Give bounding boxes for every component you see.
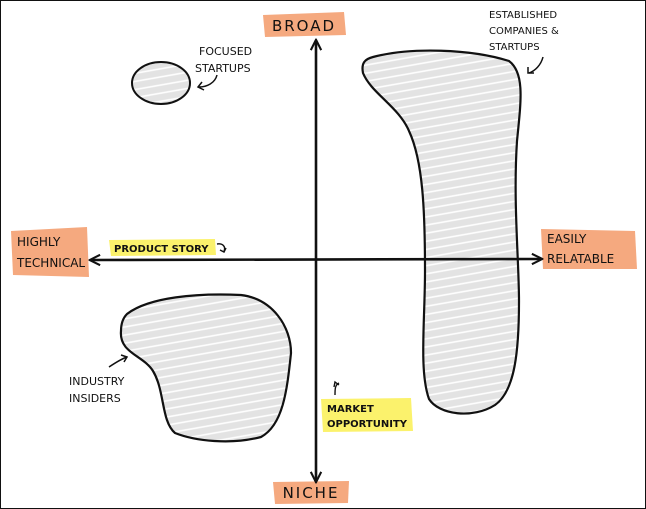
highly-technical-highlight xyxy=(11,227,89,277)
focused-startups-arrow xyxy=(196,74,218,91)
established-companies-region xyxy=(361,49,522,415)
label-companies: COMPANIES & xyxy=(489,26,559,37)
label-insiders: INSIDERS xyxy=(69,392,121,405)
market-opportunity-highlight xyxy=(321,398,413,432)
axis-label-broad: BROAD xyxy=(272,17,336,35)
market-opportunity-arrow xyxy=(333,380,340,396)
annotation-opportunity: OPPORTUNITY xyxy=(327,419,408,430)
label-focused-startups: STARTUPS xyxy=(195,62,251,75)
broad-label-highlight xyxy=(263,12,346,37)
industry-insiders-arrow xyxy=(108,354,129,368)
focused-startups-region xyxy=(131,61,191,105)
product-story-highlight xyxy=(109,239,216,256)
easily-relatable-highlight xyxy=(541,229,637,269)
label-industry: INDUSTRY xyxy=(69,375,125,388)
annotation-market: MARKET xyxy=(327,404,374,415)
product-story-arrow xyxy=(216,243,227,253)
label-focused: FOCUSED xyxy=(199,45,252,58)
industry-insiders-region xyxy=(119,293,293,443)
horizontal-axis xyxy=(91,259,541,260)
label-established: ESTABLISHED xyxy=(489,10,557,21)
established-companies-arrow xyxy=(527,56,544,74)
axis-label-easily: EASILY xyxy=(547,232,587,246)
axis-label-highly: HIGHLY xyxy=(17,235,61,249)
label-established-startups: STARTUPS xyxy=(489,42,540,53)
axis-label-technical: TECHNICAL xyxy=(16,256,85,270)
annotation-product-story: PRODUCT STORY xyxy=(114,244,209,255)
axis-label-relatable: RELATABLE xyxy=(547,252,614,266)
niche-label-highlight xyxy=(273,481,349,504)
axis-label-niche: NICHE xyxy=(283,484,340,502)
